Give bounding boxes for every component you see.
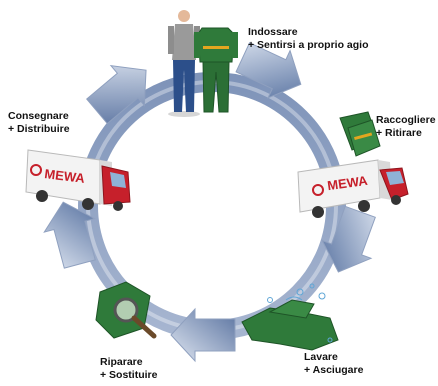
step-title-repair: Riparare <box>100 356 143 368</box>
step-subtitle-wash: + Asciugare <box>304 364 364 376</box>
right-truck: MEWA <box>297 159 409 218</box>
step-label-wear: Indossare + Sentirsi a proprio agio <box>248 26 368 52</box>
collected-garment <box>339 111 381 157</box>
step-title-collect: Raccogliere <box>376 114 436 126</box>
step-subtitle-repair: + Sostituire <box>100 369 158 381</box>
step-title-deliver: Consegnare <box>8 110 69 122</box>
right-truck-logo: MEWA <box>326 173 369 194</box>
arrow-4 <box>43 201 96 269</box>
step-subtitle-deliver: + Distribuire <box>8 123 70 135</box>
repair-garment <box>95 281 157 339</box>
arrow-3 <box>170 307 236 363</box>
step-title-wash: Lavare <box>304 351 338 363</box>
worker-figure <box>168 10 200 117</box>
arrow-2 <box>321 205 376 273</box>
step-label-deliver: Consegnare + Distribuire <box>8 110 70 136</box>
washing-garment <box>241 283 339 351</box>
arrow-5 <box>86 64 147 125</box>
arrow-1 <box>235 42 302 99</box>
step-subtitle-wear: + Sentirsi a proprio agio <box>248 39 369 51</box>
left-truck-logo: MEWA <box>44 166 87 186</box>
step-label-wash: Lavare + Asciugare <box>304 351 363 377</box>
step-subtitle-collect: + Ritirare <box>376 127 422 139</box>
step-title-wear: Indossare <box>248 26 298 38</box>
step-label-repair: Riparare + Sostituire <box>100 356 157 382</box>
workwear-set <box>194 27 238 113</box>
step-label-collect: Raccogliere + Ritirare <box>376 114 436 140</box>
left-truck: MEWA <box>25 149 131 211</box>
